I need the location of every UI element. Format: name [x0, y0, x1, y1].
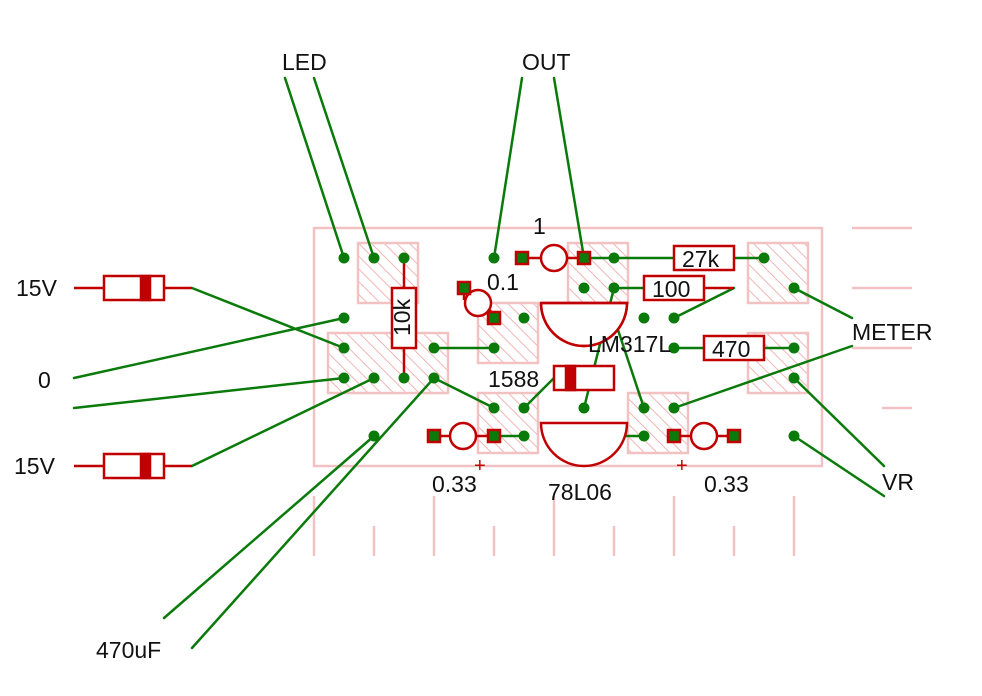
- label-led: LED: [282, 49, 327, 75]
- label-100: 100: [652, 276, 690, 302]
- resistor-100: [642, 274, 706, 302]
- capacitor-0-33-left: [448, 421, 478, 451]
- label-0-33-left: 0.33: [432, 471, 477, 497]
- label-plus-right: +: [676, 455, 688, 477]
- resistor-27k: [672, 244, 736, 272]
- label-zero: 0: [38, 367, 51, 393]
- resistor-10k: [390, 286, 418, 350]
- label-out: OUT: [522, 49, 571, 75]
- label-plus-left: +: [474, 455, 486, 477]
- label-c1: 1: [533, 213, 546, 239]
- label-0-33-right: 0.33: [704, 471, 749, 497]
- resistor-15v-bottom: [102, 452, 166, 480]
- label-lm317: LM317L: [588, 331, 671, 357]
- label-470uf: 470uF: [96, 637, 161, 663]
- holes: [338, 252, 800, 442]
- label-15v-bottom: 15V: [14, 453, 56, 479]
- label-vr: VR: [882, 469, 914, 495]
- board-guides: [312, 226, 912, 556]
- label-78l06: 78L06: [548, 479, 612, 505]
- capacitor-0-33-right: [689, 421, 719, 451]
- resistor-470: [702, 334, 766, 362]
- capacitor-0-1: [463, 288, 493, 318]
- resistor-15v-top: [102, 274, 166, 302]
- label-15v-top: 15V: [16, 275, 58, 301]
- capacitor-1: [539, 243, 569, 273]
- labels: LED OUT 15V 0 15V 470uF METER VR 10k 1 2…: [14, 49, 933, 663]
- label-27k: 27k: [682, 246, 720, 272]
- label-meter: METER: [852, 319, 933, 345]
- components: [74, 243, 766, 480]
- label-c0-1: 0.1: [487, 269, 519, 295]
- label-10k: 10k: [389, 298, 415, 336]
- label-470: 470: [712, 336, 750, 362]
- regulator-78l06: [539, 421, 629, 468]
- pads: [426, 250, 742, 444]
- diode-1588: [552, 364, 616, 392]
- board-outline: [312, 226, 824, 468]
- label-1588: 1588: [488, 366, 539, 392]
